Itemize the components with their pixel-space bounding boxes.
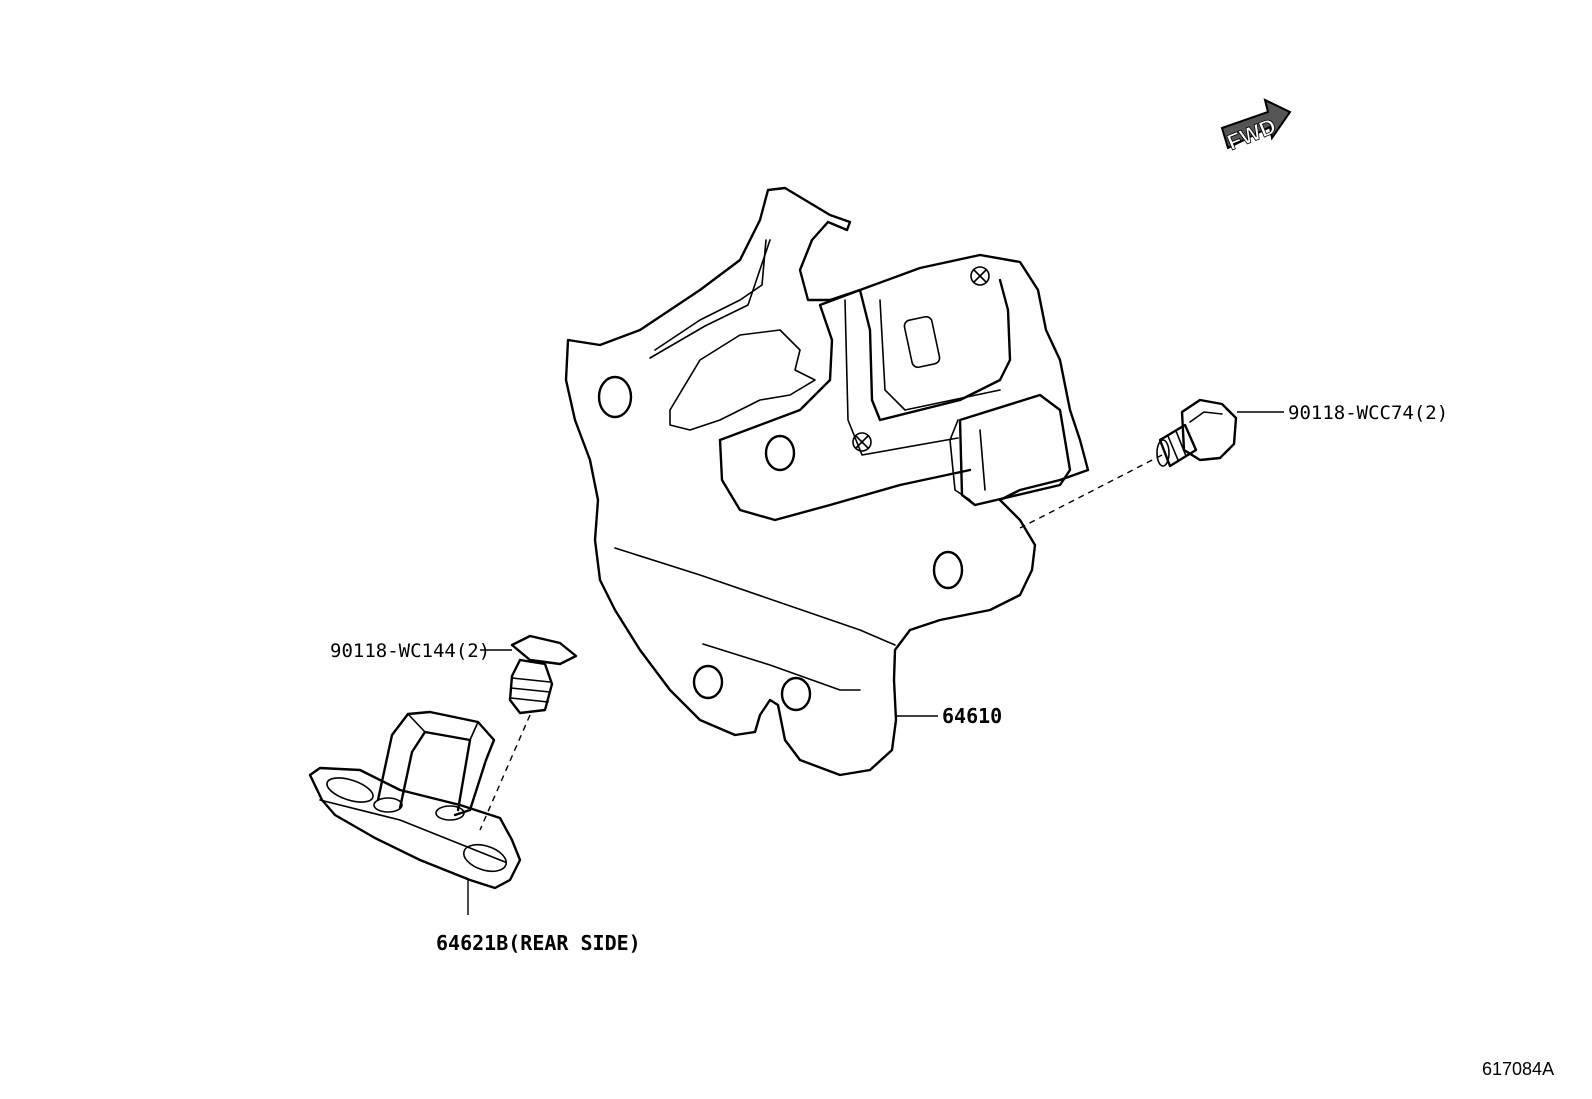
label-screw-lower: 90118-WC144(2) (330, 640, 490, 662)
figure-id: 617084A (1482, 1059, 1554, 1079)
main-lock-assembly (564, 186, 1090, 777)
assembly-screw-icon (970, 266, 990, 286)
label-bolt-upper: 90118-WCC74(2) (1288, 402, 1448, 424)
rear-bracket (308, 710, 522, 890)
label-main-part: 64610 (942, 704, 1002, 728)
screw-dashed-guide (479, 714, 531, 831)
assembly-screw-icon (852, 432, 872, 452)
countersunk-screw (508, 634, 578, 715)
fwd-arrow-icon: FWD (1220, 98, 1292, 155)
label-bracket: 64621B(REAR SIDE) (436, 931, 641, 955)
flange-bolt (1156, 398, 1238, 468)
bolt-dashed-guide (1019, 454, 1163, 529)
